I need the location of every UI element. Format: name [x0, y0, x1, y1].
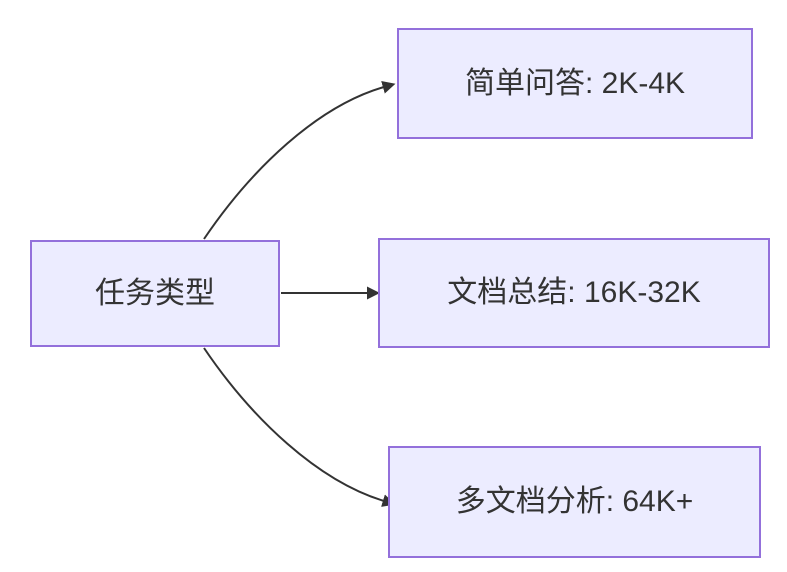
node-simple-qa: 简单问答: 2K-4K: [397, 28, 753, 139]
node-doc-summary-label: 文档总结: 16K-32K: [447, 276, 701, 309]
node-task-type-label: 任务类型: [95, 276, 215, 310]
node-multidoc-analysis-label: 多文档分析: 64K+: [455, 485, 694, 518]
node-simple-qa-label: 简单问答: 2K-4K: [464, 66, 686, 100]
node-multidoc-analysis: 多文档分析: 64K+: [388, 446, 761, 558]
node-doc-summary: 文档总结: 16K-32K: [378, 238, 770, 348]
node-task-type: 任务类型: [30, 240, 280, 347]
edge-root-to-simple-qa: [203, 81, 396, 240]
edge-root-to-multidoc: [203, 347, 396, 507]
